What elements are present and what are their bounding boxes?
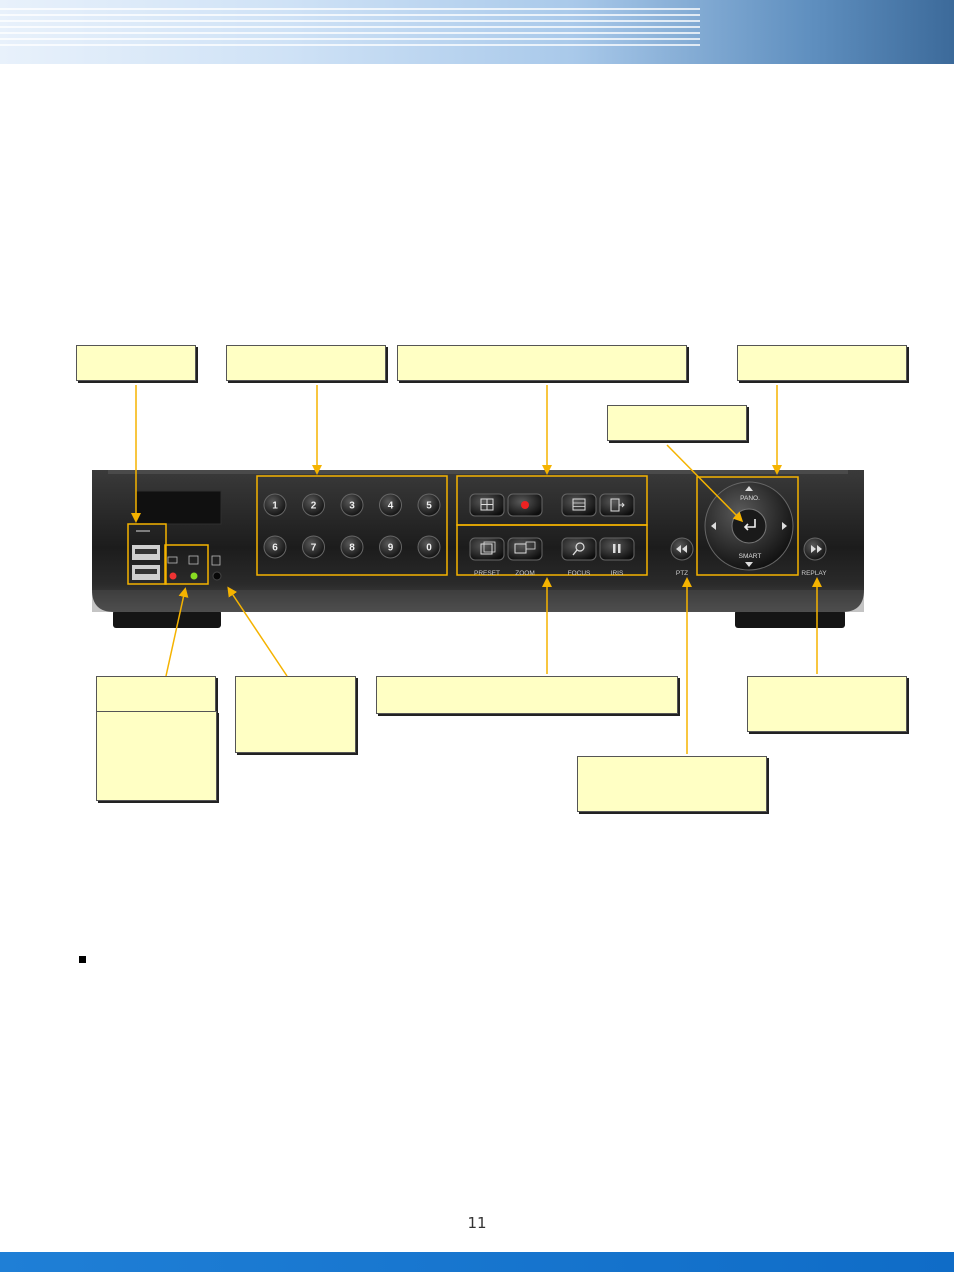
number-key-label: 7 xyxy=(311,543,317,554)
number-key-label: 5 xyxy=(426,501,432,512)
function-buttons-top xyxy=(469,493,635,517)
page-footer-band xyxy=(0,1252,954,1272)
callout-function-buttons-top xyxy=(397,345,687,381)
number-key-label: 1 xyxy=(272,501,278,512)
number-key-9 xyxy=(379,535,402,559)
number-key-label: 4 xyxy=(388,501,394,512)
number-key-label: 9 xyxy=(388,543,394,554)
callout-replay xyxy=(747,676,907,732)
number-key-label: 8 xyxy=(349,543,355,554)
callout-leds-body xyxy=(96,711,217,801)
number-key-3 xyxy=(340,493,364,517)
iris-label: IRIS xyxy=(611,570,624,577)
number-key-label: 0 xyxy=(426,543,432,554)
number-key-8 xyxy=(340,535,364,559)
number-key-5 xyxy=(417,493,441,517)
callout-leds-title xyxy=(96,676,216,712)
number-key-label: 3 xyxy=(349,501,355,512)
focus-label: FOCUS xyxy=(568,570,591,577)
callout-function-buttons-bottom xyxy=(376,676,678,714)
callout-usb xyxy=(76,345,196,381)
number-key-6 xyxy=(263,535,287,559)
bullet-marker xyxy=(79,956,86,963)
zoom-label: ZOOM xyxy=(515,570,535,577)
number-keys: 1 2 3 4 5 6 7 8 9 0 xyxy=(263,493,441,559)
page-header-band xyxy=(0,0,954,64)
callout-enter-button xyxy=(607,405,747,441)
callout-ir-receiver xyxy=(235,676,356,753)
replay-label: REPLAY xyxy=(801,570,827,577)
ptz-label: PTZ xyxy=(676,570,688,577)
number-key-7 xyxy=(302,535,325,559)
callout-number-keys xyxy=(226,345,386,381)
number-key-label: 2 xyxy=(311,501,317,512)
preset-label: PRESET xyxy=(474,570,500,577)
callout-ptz xyxy=(577,756,767,812)
smart-label: SMART xyxy=(739,553,762,560)
number-key-4 xyxy=(379,493,402,517)
number-key-0 xyxy=(417,535,441,559)
function-buttons-bottom xyxy=(469,537,635,561)
page-number: 11 xyxy=(467,1214,487,1232)
number-key-1 xyxy=(263,493,287,517)
pano-label: PANO. xyxy=(740,495,760,502)
number-key-label: 6 xyxy=(272,543,278,554)
callout-direction-pad xyxy=(737,345,907,381)
number-key-2 xyxy=(302,493,325,517)
